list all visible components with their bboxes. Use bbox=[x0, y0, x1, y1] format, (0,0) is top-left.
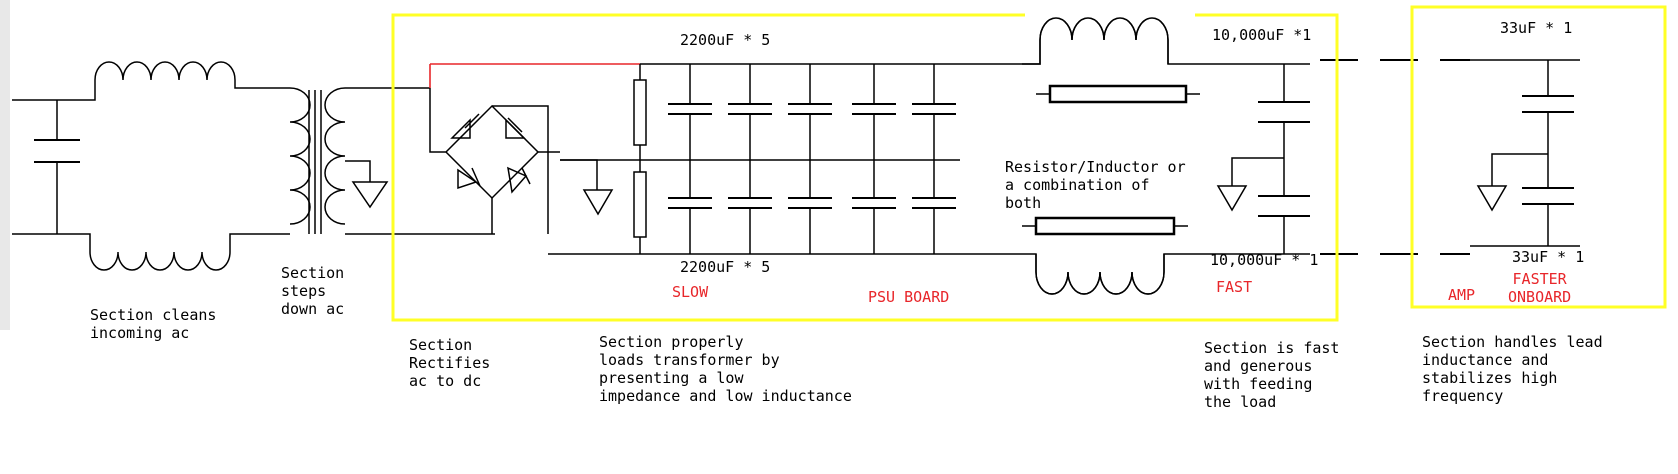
psu-board-box bbox=[391, 13, 1339, 322]
cap-33-bottom-label: 33uF * 1 bbox=[1512, 248, 1585, 266]
section-fast-text: Section is fast and generous with feedin… bbox=[1204, 339, 1340, 411]
section-steps-text: Section steps down ac bbox=[281, 264, 345, 318]
section-cleans-text: Section cleans incoming ac bbox=[90, 306, 217, 342]
left-edge-strip bbox=[0, 0, 10, 330]
cap-bank-bottom-label: 2200uF * 5 bbox=[680, 258, 771, 276]
cap-33-top-label: 33uF * 1 bbox=[1500, 19, 1573, 37]
psu-board-label: PSU BOARD bbox=[868, 288, 950, 306]
capacitor-33uF bbox=[1470, 59, 1580, 247]
input-filter bbox=[12, 61, 290, 271]
cap-10000-top-label: 10,000uF *1 bbox=[1212, 26, 1312, 44]
transformer bbox=[289, 87, 495, 235]
slow-label: SLOW bbox=[672, 283, 709, 301]
cap-10000-bottom-label: 10,000uF * 1 bbox=[1210, 251, 1319, 269]
section-loads-text: Section properly loads transformer by pr… bbox=[599, 333, 852, 405]
amp-board-box bbox=[1410, 5, 1667, 309]
fast-label: FAST bbox=[1216, 278, 1253, 296]
resistor-inductor-label: Resistor/Inductor or a combination of bo… bbox=[1005, 158, 1186, 212]
section-rectifies-text: Section Rectifies ac to dc bbox=[409, 336, 491, 390]
section-lead-text: Section handles lead inductance and stab… bbox=[1422, 333, 1603, 405]
amp-label: AMP bbox=[1448, 286, 1476, 304]
cap-bank-top-label: 2200uF * 5 bbox=[680, 31, 771, 49]
capacitor-10000uF bbox=[1216, 63, 1310, 255]
capacitor-bank-2200uF bbox=[668, 64, 956, 254]
bridge-rectifier bbox=[429, 88, 560, 234]
faster-onboard-label: FASTER ONBOARD bbox=[1508, 270, 1572, 306]
